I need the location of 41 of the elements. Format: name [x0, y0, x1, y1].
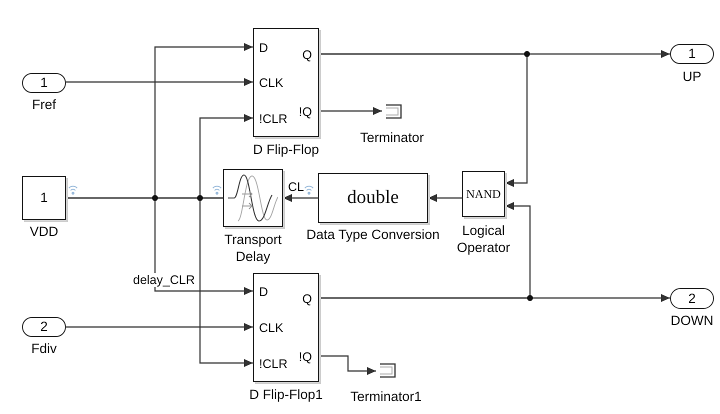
arrow — [199, 197, 253, 368]
arrow — [66, 78, 253, 86]
arrow — [66, 197, 253, 296]
edge-label: CL — [287, 180, 305, 194]
port-number: 1 — [40, 75, 48, 91]
block-name: UP — [682, 69, 702, 86]
block-name: Fref — [32, 97, 56, 114]
edge-label: delay_CLR — [132, 273, 196, 287]
port-label: !CLR — [258, 112, 288, 126]
arrow — [319, 202, 531, 299]
constant-value: 1 — [40, 190, 48, 206]
port-label: CLK — [259, 321, 284, 335]
block-name: DOWN — [670, 313, 714, 330]
block-name: D Flip-Flop — [252, 142, 319, 158]
arrow — [428, 194, 462, 202]
port-label: D — [259, 285, 268, 299]
port-label: !Q — [298, 350, 312, 364]
block-name: Fdiv — [31, 341, 57, 358]
block-name: Terminator1 — [350, 389, 422, 406]
block-name: VDD — [30, 224, 58, 240]
port-number: 2 — [688, 290, 696, 306]
port-label: Q — [302, 292, 312, 306]
block-name: Logical Operator — [456, 223, 510, 256]
port-label: !CLR — [259, 357, 288, 371]
arrow — [319, 106, 382, 116]
block-name: Data Type Conversion — [306, 227, 440, 244]
port-label: CLK — [258, 76, 284, 90]
block-name: Transport Delay — [224, 232, 282, 265]
arrow — [319, 53, 528, 188]
block-name: Terminator — [360, 130, 424, 146]
port-label: D — [258, 41, 268, 55]
arrow — [319, 355, 376, 376]
arrow — [283, 194, 318, 202]
data-type-text: double — [347, 187, 399, 209]
arrow — [66, 322, 253, 332]
port-label: Q — [302, 48, 312, 62]
port-label: !Q — [298, 105, 312, 119]
port-number: 2 — [40, 319, 48, 335]
operator-text: NAND — [466, 186, 501, 202]
port-number: 1 — [688, 46, 696, 62]
block-name: D Flip-Flop1 — [249, 387, 323, 404]
